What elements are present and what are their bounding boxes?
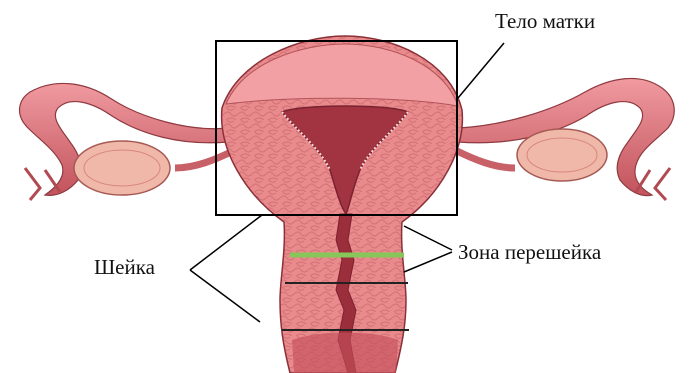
cervix-leader-upper (190, 215, 262, 270)
isthmus-leader-lower (404, 252, 452, 272)
uterus-body-label: Тело матки (495, 9, 595, 34)
cervix-leader-lower (190, 270, 260, 322)
cervix-label: Шейка (94, 255, 155, 280)
isthmus-zone-label: Зона перешейка (458, 240, 601, 265)
right-ovary (517, 129, 607, 181)
left-ovary (74, 141, 170, 195)
isthmus-leader-upper (404, 226, 452, 250)
body-leader (458, 43, 504, 98)
